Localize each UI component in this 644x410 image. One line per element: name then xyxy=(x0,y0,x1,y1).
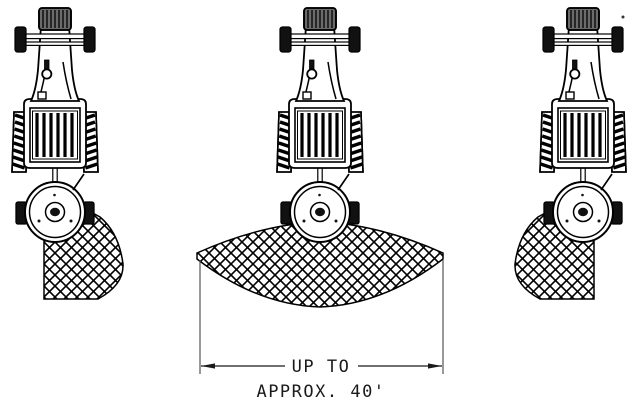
leader-line xyxy=(600,173,613,191)
tractor-spreader-left xyxy=(10,6,124,300)
broadcast-spreader-hopper xyxy=(543,173,623,243)
broadcast-spreader-hopper xyxy=(15,173,95,243)
tractor-top-view xyxy=(10,6,100,190)
tractor-top-view xyxy=(275,6,365,190)
dimension-annotation: UP TO APPROX. 40' xyxy=(199,260,444,402)
tractor-top-view xyxy=(538,6,628,190)
dimension-label-line2: APPROX. 40' xyxy=(256,382,385,402)
tractor-spreader-right xyxy=(514,6,628,300)
tractor-spreader-center xyxy=(196,6,444,308)
stray-mark xyxy=(621,15,625,19)
broadcast-spreader-hopper xyxy=(280,173,360,243)
leader-line xyxy=(337,173,350,191)
dimension-label-line1: UP TO xyxy=(292,357,351,377)
leader-line xyxy=(72,173,85,191)
